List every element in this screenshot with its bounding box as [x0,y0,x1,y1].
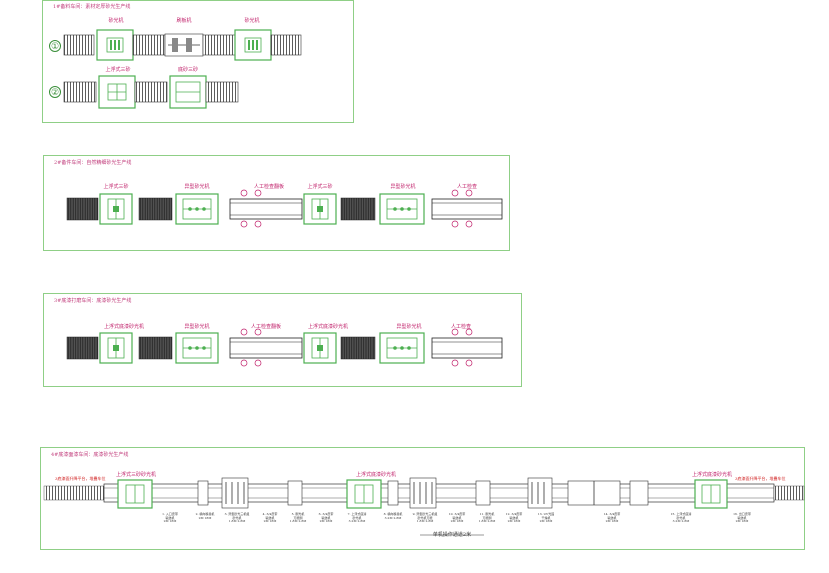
p4-right-note: 3底漆面升降平台，堆叠车位 [735,476,786,481]
p3-label-3: 人工检查翻板 [250,324,282,330]
p3-label-2: 异型砂光机 [184,324,210,330]
p4-label-2: 上浮式底漆砂光机 [355,472,397,478]
caption-10: 10. 3/4皮带 输送机 2M 18M [448,512,466,524]
p4-left-note: 3底漆面升降平台，堆叠车位 [55,476,106,481]
p2-label-2: 异型砂光机 [184,184,210,190]
p3-label-6: 人工检查 [450,324,472,330]
caption-8: 8. 横向移载机 3.2M 2.8M [383,512,403,520]
p1-label-sander-2: 砂光机 [244,18,260,24]
p4-label-1: 上浮式三砂砂光机 [115,472,157,478]
p1-label-sander-1: 砂光机 [108,18,124,24]
p2-label-3: 人工检查翻板 [253,184,285,190]
caption-5: 5. 刷光机 万能刷 1.8M 2.8M [289,512,307,524]
caption-12: 12. 3/4皮带 输送机 2M 18M [505,512,523,524]
caption-2: 2. 横向移载机 2M 18M [195,512,215,520]
caption-7: 7. 上浮式底漆 砂光机 3.2M 2.8M [347,512,367,524]
p2-label-4: 上浮式三砂 [307,184,333,190]
caption-11: 11. 刷光机 万能刷 1.8M 2.8M [478,512,496,524]
p3-label-5: 异型砂光机 [396,324,422,330]
panel-1-title: 1#备料车间：素材定厚砂光生产线 [53,4,131,10]
row-1-marker: ① [49,40,61,52]
p1-label-brush: 刷板机 [176,18,192,24]
caption-16: 16. 出口皮带 输送机 2M 18M [733,512,751,524]
caption-1: 1. 入口皮带 输送机 2M 18M [162,512,178,524]
caption-9: 9. 异型砂光三机组 砂光机万能 1.8M 2.8M [412,512,438,524]
p4-label-3: 上浮式底漆砂光机 [691,472,733,478]
caption-15: 15. 上浮式底漆 砂光机 3.2M 2.8M [670,512,692,524]
p2-label-1: 上浮式三砂 [103,184,129,190]
caption-3: 3. 异型砂光三机组 砂光机 1.8M 2.8M [224,512,250,524]
p1-row2-line [63,75,239,109]
row-2-marker: ② [49,86,61,98]
p2-label-5: 异型砂光机 [390,184,416,190]
p2-label-6: 人工检查 [456,184,478,190]
caption-6: 6. 3/4皮带 输送机 2M 18M [318,512,334,524]
panel-4-title: 4#底漆面漆车间：底漆砂光生产线 [51,452,129,458]
p1-label-float-sander: 上浮式三砂 [105,67,131,73]
p1-row1-line [63,29,302,61]
caption-4: 4. 3/4皮带 输送机 2M 18M [262,512,278,524]
panel-2-title: 2#备件车间：自然精细砂光生产线 [54,160,132,166]
caption-14: 14. 3/4皮带 输送机 2M 18M [603,512,621,524]
caption-13: 13. UV光固 干燥机 2M 18M [537,512,555,524]
panel-3-title: 3#底漆打磨车间：底漆砂光生产线 [54,298,132,304]
p3-label-4: 上浮式底漆砂光机 [307,324,349,330]
p1-label-bottom-sander: 底砂三砂 [177,67,199,73]
p3-label-1: 上浮式底漆砂光机 [103,324,145,330]
